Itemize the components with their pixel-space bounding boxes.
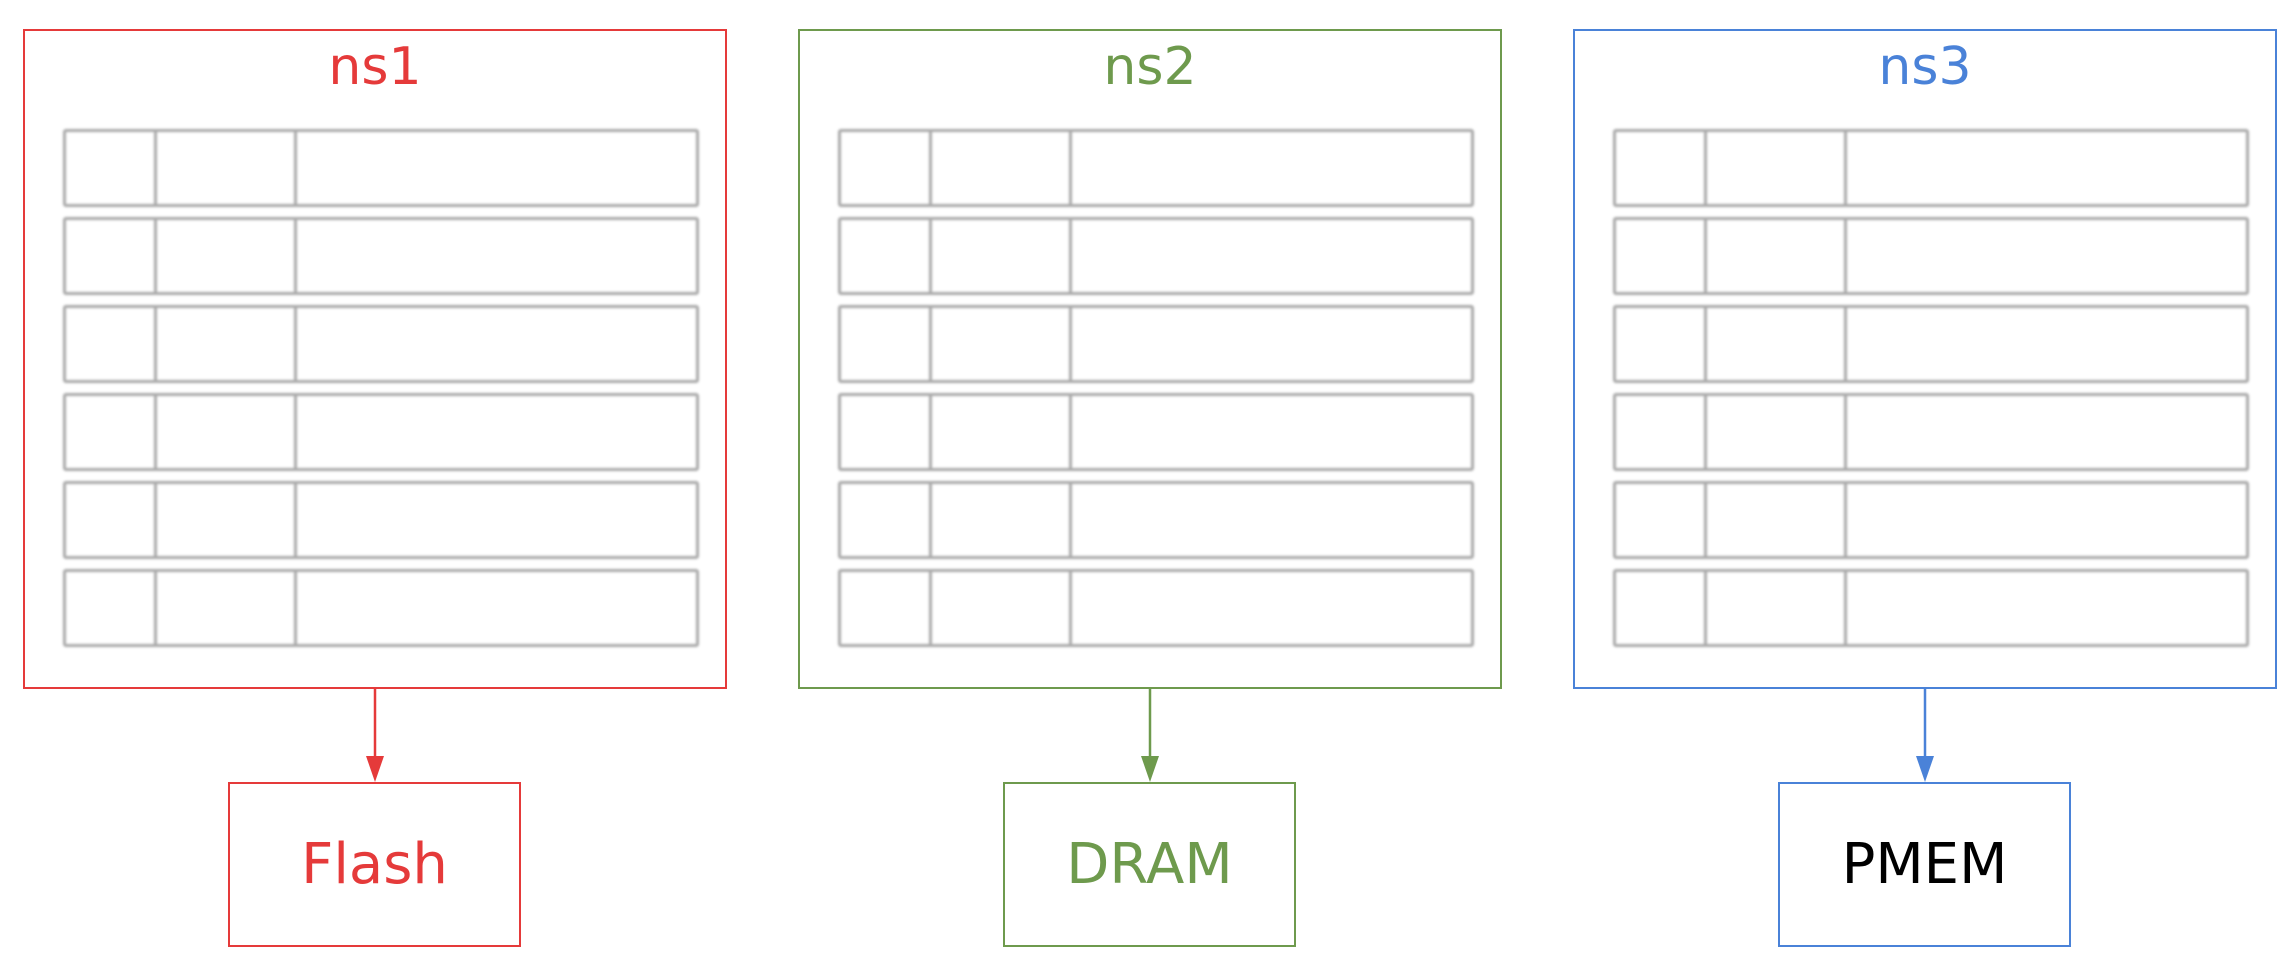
table-row	[63, 481, 699, 559]
memory-label: PMEM	[1841, 831, 2008, 897]
table-row	[1613, 569, 2249, 647]
memory-box-dram: DRAM	[1003, 782, 1296, 947]
table-rows	[838, 129, 1474, 657]
table-row	[838, 129, 1474, 207]
table-rows	[63, 129, 699, 657]
table-row	[838, 305, 1474, 383]
table-row	[1613, 129, 2249, 207]
table-row	[1613, 217, 2249, 295]
table-row	[63, 393, 699, 471]
table-row	[838, 481, 1474, 559]
namespace-title: ns2	[1103, 37, 1197, 97]
table-row	[63, 217, 699, 295]
table-row	[1613, 481, 2249, 559]
table-row	[1613, 305, 2249, 383]
table-row	[63, 569, 699, 647]
namespace-box-ns1: ns1	[23, 29, 727, 689]
table-row	[838, 217, 1474, 295]
table-row	[63, 129, 699, 207]
namespace-title: ns3	[1878, 37, 1972, 97]
namespace-title: ns1	[328, 37, 422, 97]
arrow-ns2-to-dram	[1141, 689, 1159, 782]
table-row	[1613, 393, 2249, 471]
table-row	[63, 305, 699, 383]
table-row	[838, 393, 1474, 471]
namespace-box-ns2: ns2	[798, 29, 1502, 689]
namespace-box-ns3: ns3	[1573, 29, 2277, 689]
memory-label: DRAM	[1066, 831, 1233, 897]
memory-box-flash: Flash	[228, 782, 521, 947]
memory-box-pmem: PMEM	[1778, 782, 2071, 947]
memory-label: Flash	[301, 831, 448, 897]
table-row	[838, 569, 1474, 647]
table-rows	[1613, 129, 2249, 657]
arrow-ns1-to-flash	[366, 689, 384, 782]
arrow-ns3-to-pmem	[1916, 689, 1934, 782]
